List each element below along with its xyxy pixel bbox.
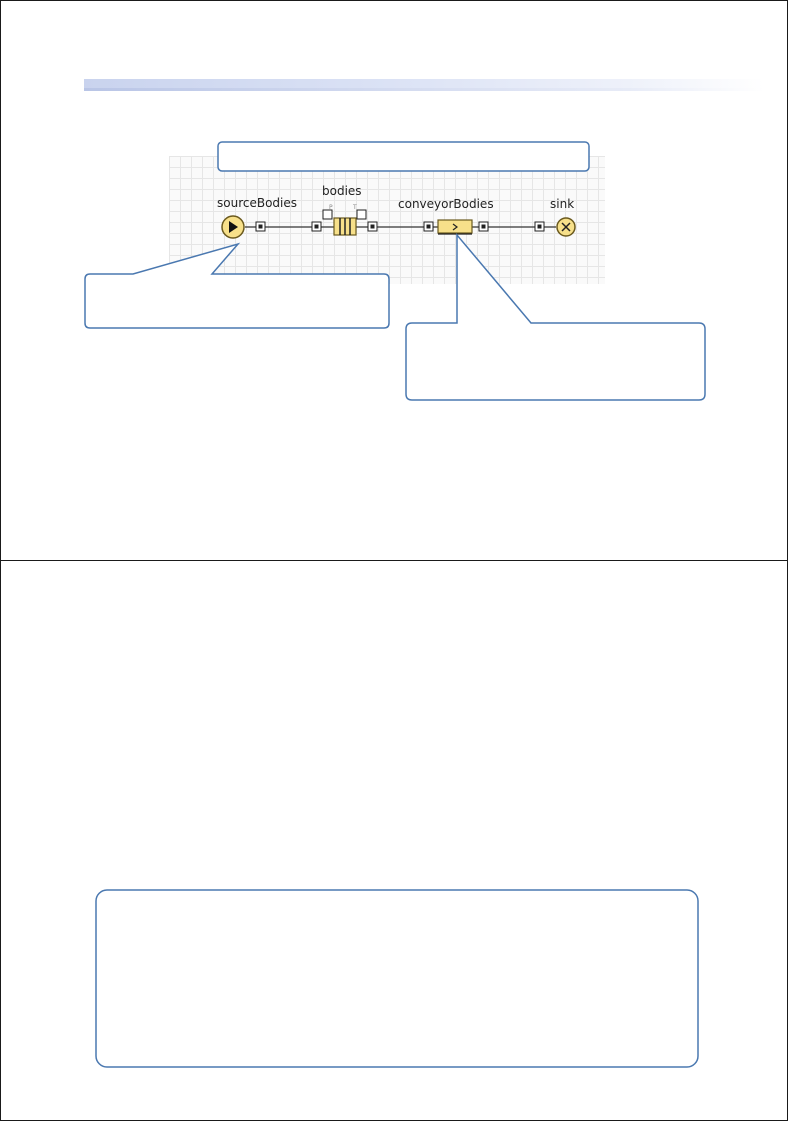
port-markers — [255, 221, 545, 232]
title-bar — [84, 79, 764, 91]
source-label: sourceBodies — [217, 196, 297, 210]
close-icon — [561, 222, 571, 232]
queue-port-t-label: T — [352, 204, 357, 211]
conveyor-block[interactable] — [437, 219, 473, 235]
queue-port-p-label: P — [329, 204, 333, 211]
slide-bottom-svg — [95, 889, 699, 1068]
header-callout — [217, 141, 590, 172]
queue-port-t[interactable] — [356, 209, 367, 220]
sink-block[interactable] — [556, 217, 576, 237]
queue-label: bodies — [322, 184, 362, 198]
bottom-callout-box — [95, 889, 699, 1068]
conveyor-callout — [405, 232, 706, 401]
conveyor-label: conveyorBodies — [398, 197, 494, 211]
queue-port-p[interactable] — [322, 209, 333, 220]
sink-label: sink — [550, 197, 574, 211]
play-icon — [229, 221, 238, 233]
source-block[interactable] — [221, 215, 245, 239]
chevron-right-icon — [452, 223, 458, 231]
diagram-svg: sourceBodies bodies P T — [84, 141, 706, 401]
source-callout — [84, 242, 390, 329]
slide-bottom — [0, 560, 788, 1121]
slide-top: sourceBodies bodies P T — [0, 0, 788, 561]
queue-block[interactable] — [322, 209, 367, 236]
